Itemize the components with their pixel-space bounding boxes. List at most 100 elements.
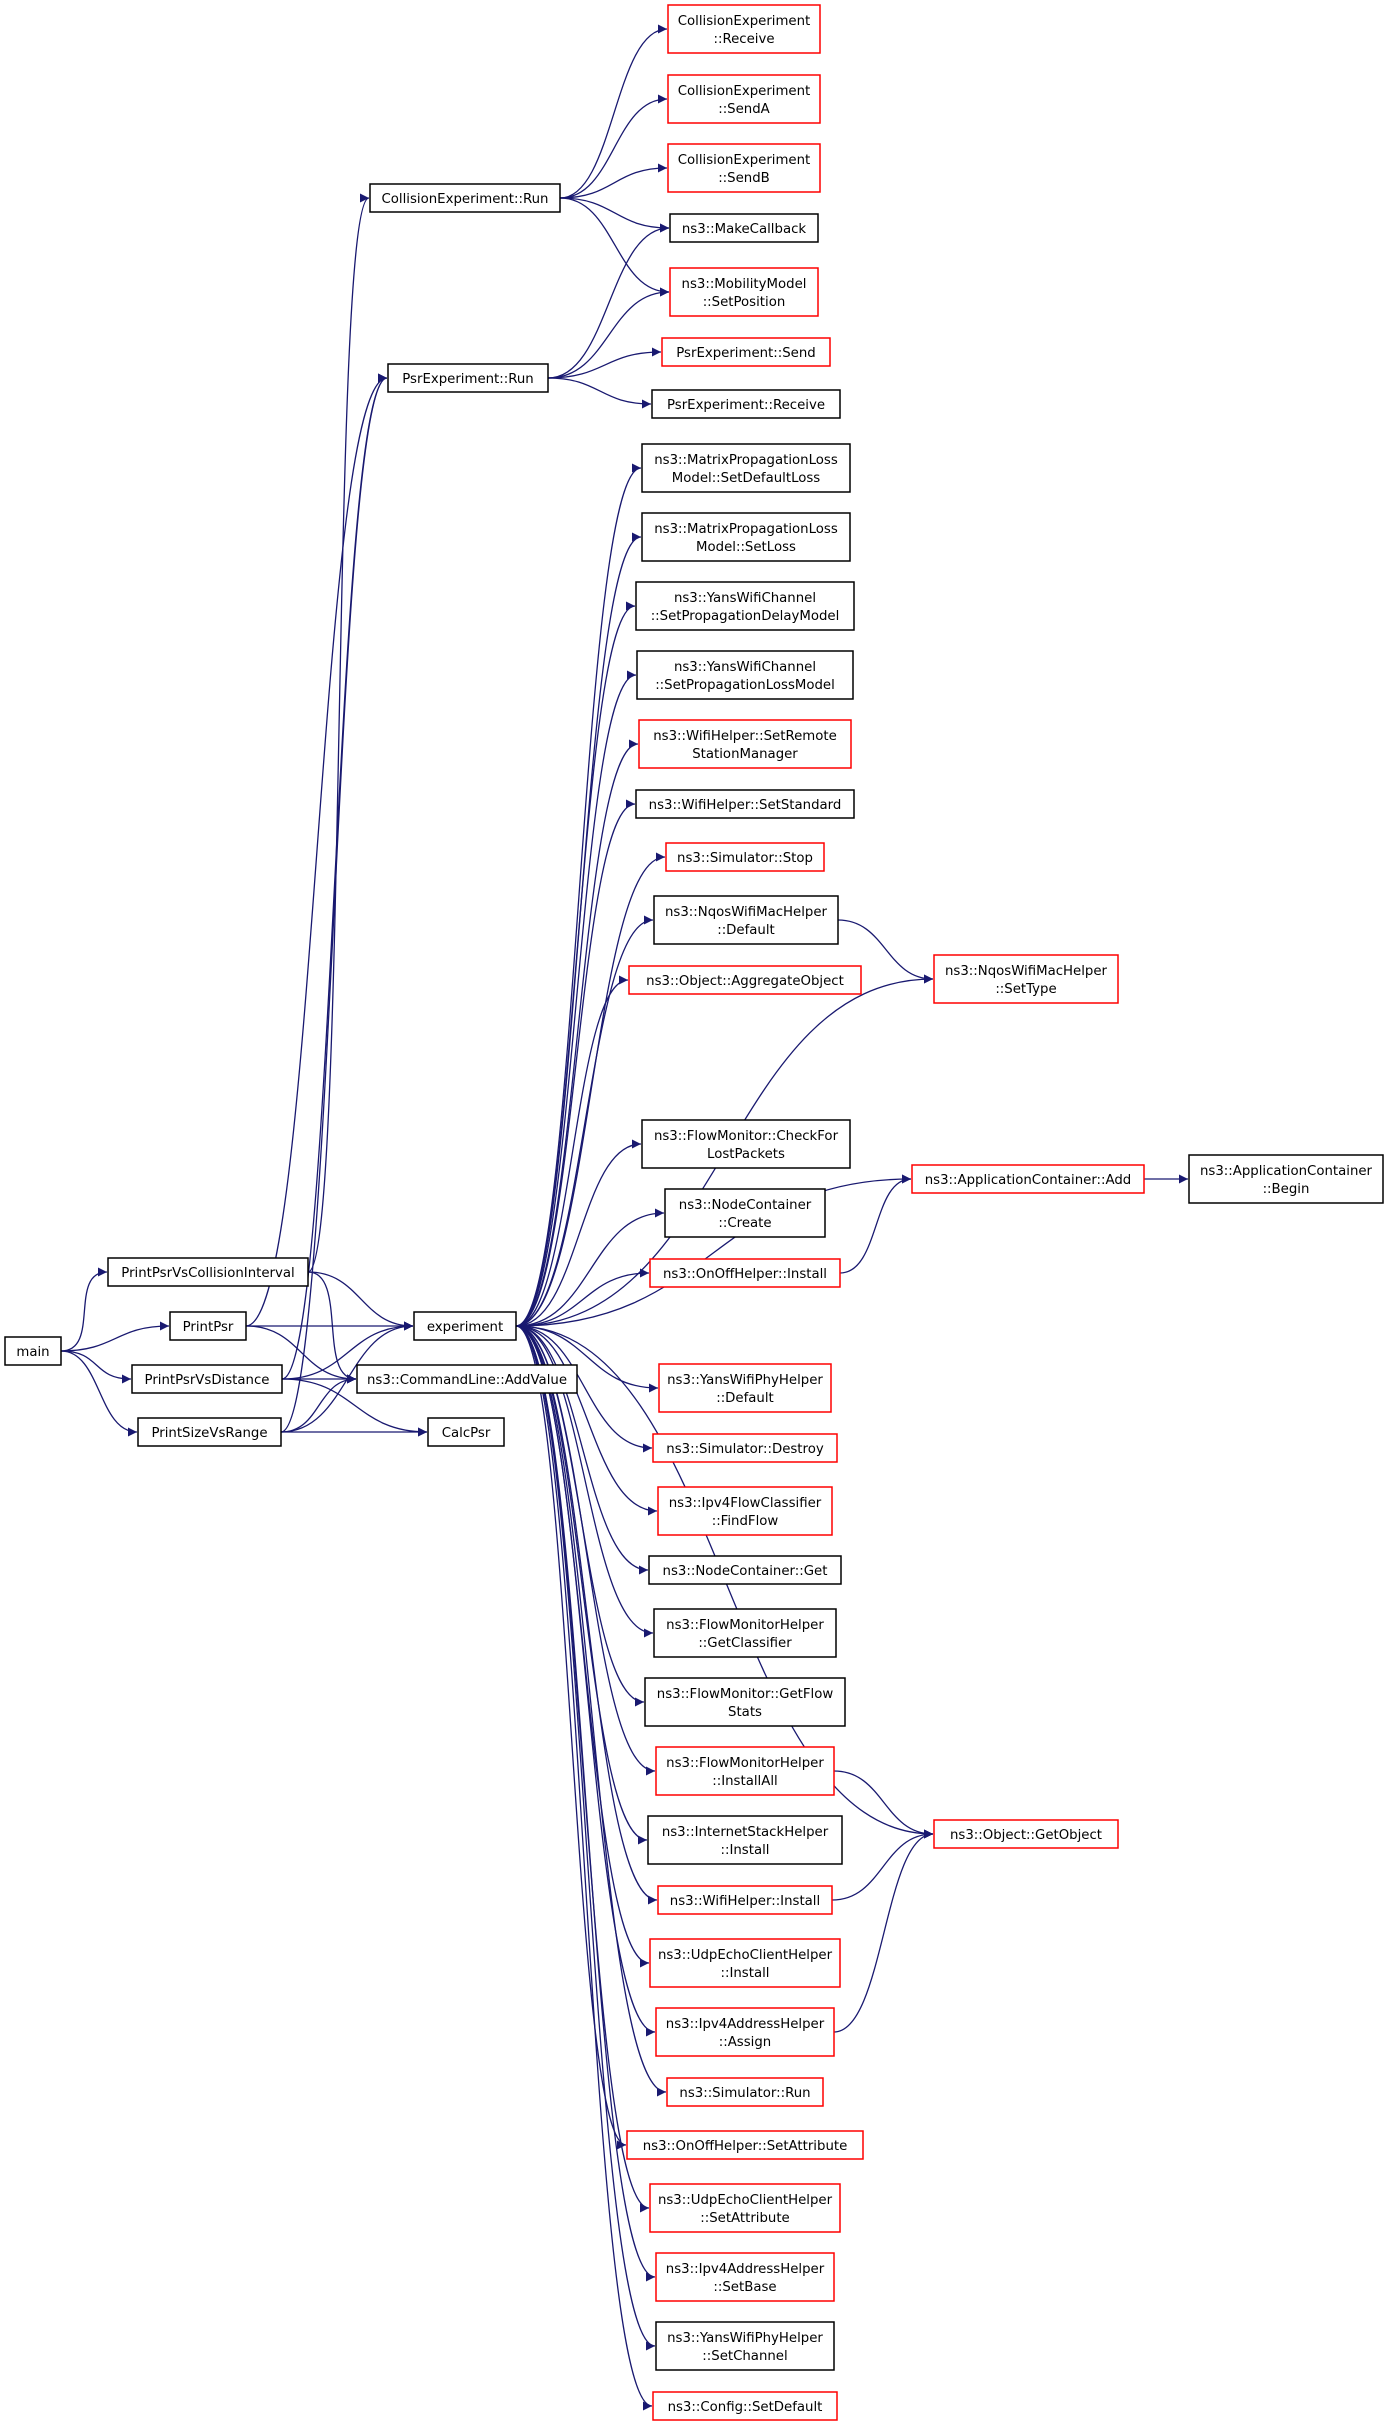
- node-box[interactable]: [107, 1257, 309, 1287]
- node-cerun[interactable]: CollisionExperiment::Run: [369, 183, 561, 213]
- node-box[interactable]: [933, 954, 1119, 1004]
- node-box[interactable]: [655, 2007, 835, 2057]
- node-wifiinstall[interactable]: ns3::WifiHelper::Install: [657, 1885, 833, 1915]
- node-box[interactable]: [638, 719, 852, 769]
- node-box[interactable]: [636, 650, 854, 700]
- node-setdefault[interactable]: ns3::Config::SetDefault: [652, 2391, 838, 2421]
- node-box[interactable]: [911, 1164, 1145, 1194]
- node-box[interactable]: [667, 143, 821, 193]
- node-installall[interactable]: ns3::FlowMonitorHelper::InstallAll: [655, 1746, 835, 1796]
- node-box[interactable]: [641, 443, 851, 493]
- node-setposition[interactable]: ns3::MobilityModel::SetPosition: [669, 267, 819, 317]
- node-box[interactable]: [651, 389, 841, 419]
- node-box[interactable]: [648, 1555, 842, 1585]
- node-box[interactable]: [653, 1608, 837, 1658]
- node-box[interactable]: [413, 1311, 517, 1341]
- node-nccreate[interactable]: ns3::NodeContainer::Create: [664, 1188, 826, 1238]
- node-box[interactable]: [647, 1815, 843, 1865]
- node-box[interactable]: [641, 512, 851, 562]
- node-box[interactable]: [137, 1417, 282, 1447]
- node-ppvci[interactable]: PrintPsrVsCollisionInterval: [107, 1257, 309, 1287]
- node-ppvd[interactable]: PrintPsrVsDistance: [131, 1364, 283, 1394]
- node-setpropdelay[interactable]: ns3::YansWifiChannel::SetPropagationDela…: [635, 581, 855, 631]
- node-box[interactable]: [131, 1364, 283, 1394]
- node-makecallback[interactable]: ns3::MakeCallback: [669, 213, 819, 243]
- node-yansphydefault[interactable]: ns3::YansWifiPhyHelper::Default: [658, 1363, 832, 1413]
- node-box[interactable]: [649, 2183, 841, 2233]
- node-pesend[interactable]: PsrExperiment::Send: [661, 337, 831, 367]
- node-cesendb[interactable]: CollisionExperiment::SendB: [667, 143, 821, 193]
- node-getclassifier[interactable]: ns3::FlowMonitorHelper::GetClassifier: [653, 1608, 837, 1658]
- node-setproploss[interactable]: ns3::YansWifiChannel::SetPropagationLoss…: [636, 650, 854, 700]
- node-yanssetchannel[interactable]: ns3::YansWifiPhyHelper::SetChannel: [655, 2321, 835, 2371]
- node-ipv4assign[interactable]: ns3::Ipv4AddressHelper::Assign: [655, 2007, 835, 2057]
- node-box[interactable]: [427, 1417, 505, 1447]
- node-box[interactable]: [356, 1364, 578, 1394]
- node-appbegin[interactable]: ns3::ApplicationContainer::Begin: [1188, 1154, 1384, 1204]
- node-box[interactable]: [653, 895, 839, 945]
- node-box[interactable]: [655, 2252, 835, 2302]
- node-box[interactable]: [649, 1258, 841, 1288]
- node-simstop[interactable]: ns3::Simulator::Stop: [665, 842, 825, 872]
- node-box[interactable]: [665, 842, 825, 872]
- node-inetinstall[interactable]: ns3::InternetStackHelper::Install: [647, 1815, 843, 1865]
- node-box[interactable]: [667, 74, 821, 124]
- node-psvr[interactable]: PrintSizeVsRange: [137, 1417, 282, 1447]
- node-box[interactable]: [4, 1336, 62, 1366]
- node-box[interactable]: [169, 1311, 247, 1341]
- node-appadd[interactable]: ns3::ApplicationContainer::Add: [911, 1164, 1145, 1194]
- node-box[interactable]: [661, 337, 831, 367]
- node-cesenda[interactable]: CollisionExperiment::SendA: [667, 74, 821, 124]
- node-box[interactable]: [669, 213, 819, 243]
- node-box[interactable]: [369, 183, 561, 213]
- node-simrun[interactable]: ns3::Simulator::Run: [666, 2077, 824, 2107]
- node-simdestroy[interactable]: ns3::Simulator::Destroy: [652, 1433, 838, 1463]
- node-udpinstall[interactable]: ns3::UdpEchoClientHelper::Install: [649, 1938, 841, 1988]
- node-cereceive[interactable]: CollisionExperiment::Receive: [667, 4, 821, 54]
- node-nqosdefault[interactable]: ns3::NqosWifiMacHelper::Default: [653, 895, 839, 945]
- node-main[interactable]: main: [4, 1336, 62, 1366]
- node-onoffsetattr[interactable]: ns3::OnOffHelper::SetAttribute: [626, 2130, 864, 2160]
- node-aggregate[interactable]: ns3::Object::AggregateObject: [628, 965, 862, 995]
- node-box[interactable]: [628, 965, 862, 995]
- node-box[interactable]: [657, 1486, 833, 1536]
- node-box[interactable]: [655, 1746, 835, 1796]
- node-box[interactable]: [652, 1433, 838, 1463]
- node-box[interactable]: [649, 1938, 841, 1988]
- node-box[interactable]: [657, 1885, 833, 1915]
- node-ipv4setbase[interactable]: ns3::Ipv4AddressHelper::SetBase: [655, 2252, 835, 2302]
- node-perun[interactable]: PsrExperiment::Run: [387, 363, 549, 393]
- node-box[interactable]: [652, 2391, 838, 2421]
- node-box[interactable]: [669, 267, 819, 317]
- node-addvalue[interactable]: ns3::CommandLine::AddValue: [356, 1364, 578, 1394]
- node-box[interactable]: [667, 4, 821, 54]
- node-box[interactable]: [387, 363, 549, 393]
- node-udpsetattr[interactable]: ns3::UdpEchoClientHelper::SetAttribute: [649, 2183, 841, 2233]
- node-box[interactable]: [1188, 1154, 1384, 1204]
- node-box[interactable]: [933, 1819, 1119, 1849]
- node-box[interactable]: [644, 1677, 846, 1727]
- node-calcpsr[interactable]: CalcPsr: [427, 1417, 505, 1447]
- node-getobject[interactable]: ns3::Object::GetObject: [933, 1819, 1119, 1849]
- node-box[interactable]: [664, 1188, 826, 1238]
- node-onoffinstall[interactable]: ns3::OnOffHelper::Install: [649, 1258, 841, 1288]
- node-pereceive[interactable]: PsrExperiment::Receive: [651, 389, 841, 419]
- node-experiment[interactable]: experiment: [413, 1311, 517, 1341]
- node-printpsr[interactable]: PrintPsr: [169, 1311, 247, 1341]
- node-box[interactable]: [635, 581, 855, 631]
- node-box[interactable]: [666, 2077, 824, 2107]
- node-setdefaultloss[interactable]: ns3::MatrixPropagationLossModel::SetDefa…: [641, 443, 851, 493]
- node-box[interactable]: [626, 2130, 864, 2160]
- node-findflow[interactable]: ns3::Ipv4FlowClassifier::FindFlow: [657, 1486, 833, 1536]
- node-box[interactable]: [641, 1119, 851, 1169]
- node-box[interactable]: [655, 2321, 835, 2371]
- node-ncget[interactable]: ns3::NodeContainer::Get: [648, 1555, 842, 1585]
- node-nqossettype[interactable]: ns3::NqosWifiMacHelper::SetType: [933, 954, 1119, 1004]
- node-box[interactable]: [635, 789, 855, 819]
- node-box[interactable]: [658, 1363, 832, 1413]
- node-setstandard[interactable]: ns3::WifiHelper::SetStandard: [635, 789, 855, 819]
